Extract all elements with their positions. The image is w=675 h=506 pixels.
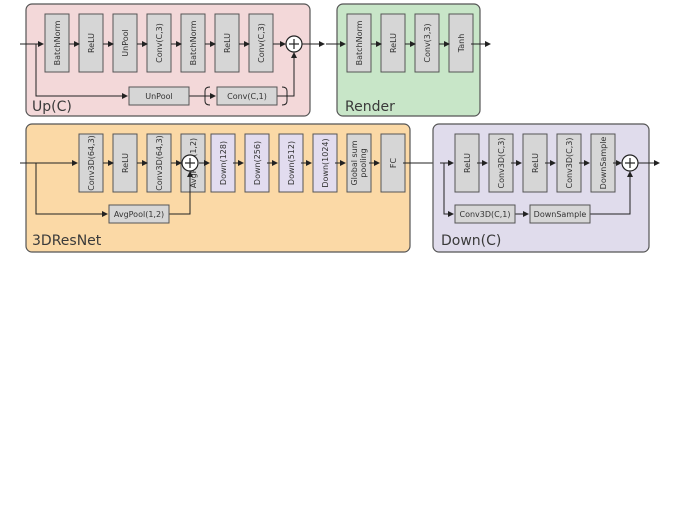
down-block-relu-2-box bbox=[522, 133, 548, 193]
down-block-relu-0-label: ReLU bbox=[463, 153, 472, 173]
up-block-batchnorm-4: BatchNorm bbox=[180, 13, 206, 73]
resnet-block-relu-1-label: ReLU bbox=[121, 153, 130, 173]
up-block-relu-5: ReLU bbox=[214, 13, 240, 73]
resnet-down-128-box bbox=[210, 133, 236, 193]
down-title: Down(C) bbox=[441, 233, 501, 249]
up-block-batchnorm-0: BatchNorm bbox=[44, 13, 70, 73]
down-block-conv3d-c-3-3-label: Conv3D(C,3) bbox=[565, 138, 574, 189]
resnet-skip-block-avgpool-1-2-box bbox=[108, 204, 170, 224]
resnet-block-conv3d-64-3-0: Conv3D(64,3) bbox=[78, 133, 104, 193]
resnet-skip-block-avgpool-1-2-label: AvgPool(1,2) bbox=[114, 210, 164, 219]
down-skip-block-conv3d-c-1-label: Conv3D(C,1) bbox=[460, 210, 511, 219]
render-block-relu-1: ReLU bbox=[380, 13, 406, 73]
up-block-conv-c-3-3: Conv(C,3) bbox=[146, 13, 172, 73]
resnet-block-relu-1: ReLU bbox=[112, 133, 138, 193]
resnet-skip-block-avgpool-1-2: AvgPool(1,2) bbox=[108, 204, 170, 224]
render-block-tanh-3: Tanh bbox=[448, 13, 474, 73]
resnet-block-fc: FC bbox=[380, 133, 406, 193]
up-sum-node bbox=[285, 35, 303, 53]
up-skip-block-conv-c-1: Conv(C,1) bbox=[216, 86, 278, 106]
up-block-conv-c-3-3-box bbox=[146, 13, 172, 73]
render-block-batchnorm-0: BatchNorm bbox=[346, 13, 372, 73]
up-block-batchnorm-4-box bbox=[180, 13, 206, 73]
up-block-batchnorm-0-box bbox=[44, 13, 70, 73]
up-skip-block-conv-c-1-label: Conv(C,1) bbox=[227, 92, 267, 101]
up-module: Up(C) BatchNorm ReLU UnPool Conv(C,3) BatchN… bbox=[20, 3, 325, 117]
up-block-batchnorm-0-label: BatchNorm bbox=[53, 20, 62, 65]
resnet-block-conv3d-64-3-2-label: Conv3D(64,3) bbox=[155, 135, 164, 191]
down-block-relu-2-label: ReLU bbox=[531, 153, 540, 173]
render-block-batchnorm-0-box bbox=[346, 13, 372, 73]
resnet-down-256-label: Down(256) bbox=[253, 141, 262, 185]
up-skip-block-unpool-box bbox=[128, 86, 190, 106]
down-skip-block-downsample-box bbox=[529, 204, 591, 224]
up-block-relu-5-label: ReLU bbox=[223, 33, 232, 53]
resnet-block-fc-box bbox=[380, 133, 406, 193]
render-block-conv-3-3-2: Conv(3,3) bbox=[414, 13, 440, 73]
render-module: Render BatchNorm ReLU Conv(3,3) Tanh bbox=[326, 3, 491, 117]
down-block-relu-0: ReLU bbox=[454, 133, 480, 193]
down-module: Down(C) ReLU Conv3D(C,3) ReLU Conv3D(C,3) Do… bbox=[432, 123, 660, 253]
resnet-title: 3DResNet bbox=[32, 233, 102, 249]
resnet-block-global-sum-pooling-label: Global sumpooling bbox=[350, 140, 368, 185]
down-block-conv3d-c-3-1: Conv3D(C,3) bbox=[488, 133, 514, 193]
resnet-down-1024-box bbox=[312, 133, 338, 193]
render-block-batchnorm-0-label: BatchNorm bbox=[355, 20, 364, 65]
resnet-down-256-box bbox=[244, 133, 270, 193]
up-skip-block-unpool: UnPool bbox=[128, 86, 190, 106]
resnet-down-512-box bbox=[278, 133, 304, 193]
resnet-down-1024: Down(1024) bbox=[312, 133, 338, 193]
up-block-relu-5-box bbox=[214, 13, 240, 73]
up-block-batchnorm-4-label: BatchNorm bbox=[189, 20, 198, 65]
resnet-down-512: Down(512) bbox=[278, 133, 304, 193]
render-block-relu-1-label: ReLU bbox=[389, 33, 398, 53]
down-block-conv3d-c-3-1-label: Conv3D(C,3) bbox=[497, 138, 506, 189]
down-skip-block-downsample-label: DownSample bbox=[534, 210, 587, 219]
resnet-block-global-sum-pooling: Global sumpooling bbox=[346, 133, 372, 193]
up-block-unpool-2-box bbox=[112, 13, 138, 73]
resnet-sum-node bbox=[181, 154, 199, 172]
down-block-downsample-4-label: DownSample bbox=[599, 137, 608, 190]
resnet-down-128: Down(128) bbox=[210, 133, 236, 193]
up-block-conv-c-3-6-box bbox=[248, 13, 274, 73]
resnet-block-conv3d-64-3-2: Conv3D(64,3) bbox=[146, 133, 172, 193]
resnet-down-128-label: Down(128) bbox=[219, 141, 228, 185]
down-skip-block-conv3d-c-1-box bbox=[454, 204, 516, 224]
resnet-block-fc-label: FC bbox=[389, 157, 398, 168]
render-block-tanh-3-box bbox=[448, 13, 474, 73]
up-block-conv-c-3-3-label: Conv(C,3) bbox=[155, 23, 164, 63]
down-skip-block-downsample: DownSample bbox=[529, 204, 591, 224]
render-block-conv-3-3-2-label: Conv(3,3) bbox=[423, 23, 432, 62]
resnet-down-256: Down(256) bbox=[244, 133, 270, 193]
resnet-module: 3DResNet Conv3D(64,3) ReLU Conv3D(64,3) Avg… bbox=[20, 123, 440, 253]
render-block-conv-3-3-2-box bbox=[414, 13, 440, 73]
resnet-block-conv3d-64-3-0-box bbox=[78, 133, 104, 193]
up-skip-block-unpool-label: UnPool bbox=[145, 92, 172, 101]
down-block-downsample-4: DownSample bbox=[590, 133, 616, 193]
down-sum-node bbox=[621, 154, 639, 172]
resnet-block-conv3d-64-3-0-label: Conv3D(64,3) bbox=[87, 135, 96, 191]
down-block-conv3d-c-3-3: Conv3D(C,3) bbox=[556, 133, 582, 193]
down-block-conv3d-c-3-1-box bbox=[488, 133, 514, 193]
up-block-unpool-2-label: UnPool bbox=[121, 29, 130, 56]
render-region-background bbox=[336, 3, 481, 117]
down-block-downsample-4-box bbox=[590, 133, 616, 193]
down-block-relu-2: ReLU bbox=[522, 133, 548, 193]
resnet-down-1024-label: Down(1024) bbox=[321, 138, 330, 187]
up-skip-block-conv-c-1-box bbox=[216, 86, 278, 106]
down-skip-block-conv3d-c-1: Conv3D(C,1) bbox=[454, 204, 516, 224]
up-title: Up(C) bbox=[32, 99, 72, 115]
resnet-down-512-label: Down(512) bbox=[287, 141, 296, 185]
render-block-tanh-3-label: Tanh bbox=[457, 34, 466, 54]
up-block-relu-1-label: ReLU bbox=[87, 33, 96, 53]
render-title: Render bbox=[345, 99, 395, 115]
up-block-unpool-2: UnPool bbox=[112, 13, 138, 73]
up-block-conv-c-3-6-label: Conv(C,3) bbox=[257, 23, 266, 63]
down-block-conv3d-c-3-3-box bbox=[556, 133, 582, 193]
up-block-relu-1: ReLU bbox=[78, 13, 104, 73]
up-block-conv-c-3-6: Conv(C,3) bbox=[248, 13, 274, 73]
up-block-relu-1-box bbox=[78, 13, 104, 73]
